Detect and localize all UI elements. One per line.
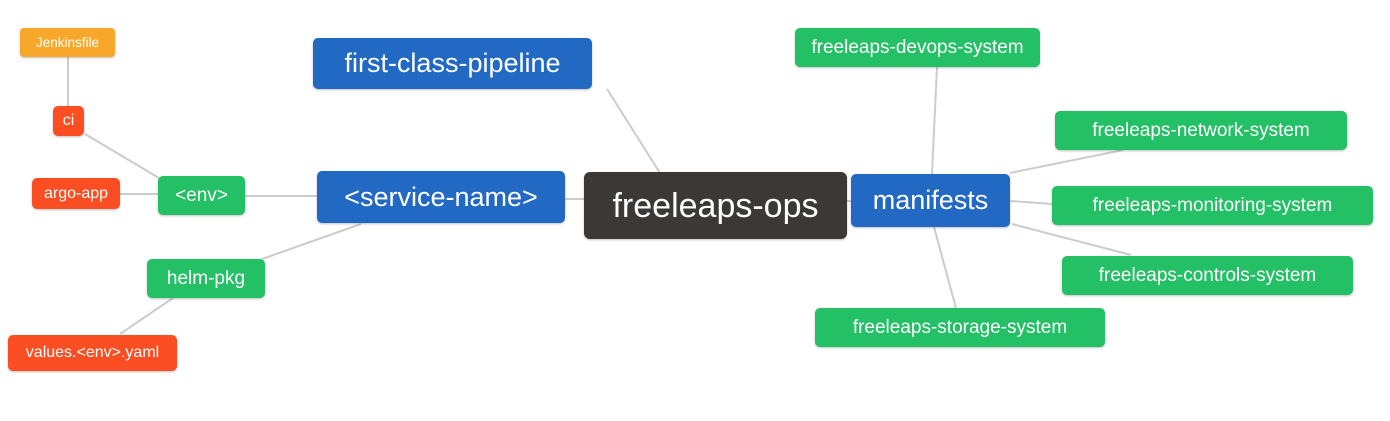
- node-freeleaps-storage-system[interactable]: freeleaps-storage-system: [815, 308, 1105, 347]
- node-values-env-yaml[interactable]: values.<env>.yaml: [8, 335, 177, 371]
- edge-manifests-to-freeleaps-devops-system: [931, 66, 938, 175]
- edge-manifests-to-freeleaps-network-system: [1009, 149, 1124, 174]
- node-helm-pkg[interactable]: helm-pkg: [147, 259, 265, 298]
- node-freeleaps-monitoring-system[interactable]: freeleaps-monitoring-system: [1052, 186, 1373, 225]
- node-argo-app[interactable]: argo-app: [32, 178, 120, 209]
- edge-manifests-to-freeleaps-controls-system: [1011, 223, 1132, 256]
- edge-manifests-to-freeleaps-monitoring-system: [1009, 200, 1053, 205]
- edge-manifests-to-freeleaps-storage-system: [933, 226, 957, 309]
- edge-first-class-pipeline-to-freeleaps-ops: [606, 88, 661, 174]
- node-ci[interactable]: ci: [53, 106, 84, 136]
- node-first-class-pipeline[interactable]: first-class-pipeline: [313, 38, 592, 89]
- node-freeleaps-network-system[interactable]: freeleaps-network-system: [1055, 111, 1347, 150]
- node-manifests[interactable]: manifests: [851, 174, 1010, 227]
- node-service-name[interactable]: <service-name>: [317, 171, 565, 223]
- edge-ci-to-env: [84, 133, 160, 179]
- edge-service-name-to-helm-pkg: [261, 223, 362, 260]
- node-freeleaps-controls-system[interactable]: freeleaps-controls-system: [1062, 256, 1353, 295]
- node-env[interactable]: <env>: [158, 176, 245, 215]
- node-freeleaps-ops[interactable]: freeleaps-ops: [584, 172, 847, 239]
- node-freeleaps-devops-system[interactable]: freeleaps-devops-system: [795, 28, 1040, 67]
- node-jenkinsfile[interactable]: Jenkinsfile: [20, 28, 115, 57]
- edge-helm-pkg-to-values-env-yaml: [119, 297, 174, 335]
